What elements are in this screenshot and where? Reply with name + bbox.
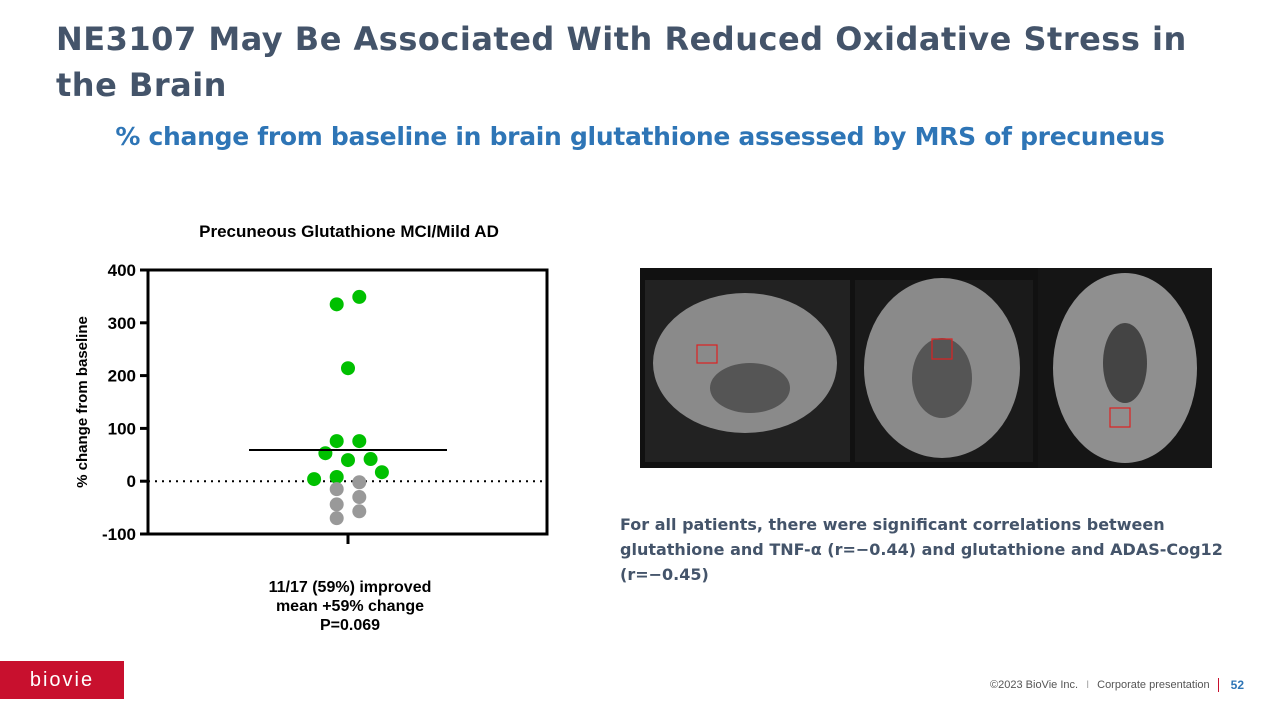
page-number: 52 (1217, 678, 1244, 692)
summary-mean: mean +59% change (275, 598, 425, 615)
scatter-chart: Precuneous Glutathione MCI/Mild AD % cha… (74, 222, 549, 544)
summary-improved: 11/17 (59%) improved (268, 579, 432, 596)
slide-title: NE3107 May Be Associated With Reduced Ox… (56, 20, 1187, 104)
chart-title: Precuneous Glutathione MCI/Mild AD (199, 222, 499, 241)
y-tick-label: 100 (108, 419, 136, 438)
data-point-not-improved (329, 497, 344, 512)
footer-copyright: ©2023 BioVie Inc. (990, 679, 1079, 691)
data-point-not-improved (352, 475, 367, 490)
data-point-improved (329, 434, 344, 449)
data-point-not-improved (352, 490, 367, 505)
footer: ©2023 BioVie Inc. I Corporate presentati… (990, 678, 1244, 692)
y-tick-label: 0 (127, 472, 136, 491)
roi-marker-sagittal (696, 344, 718, 364)
sagittal-slice (653, 293, 837, 433)
roi-marker-axial (1109, 407, 1131, 428)
data-point-improved (329, 297, 344, 312)
data-point-improved (374, 465, 389, 480)
biovie-logo: biovie (0, 661, 124, 699)
data-point-improved (329, 469, 344, 484)
y-axis-label: % change from baseline (74, 316, 91, 488)
data-point-not-improved (329, 511, 344, 526)
slide-subtitle: % change from baseline in brain glutathi… (115, 122, 1165, 151)
data-point-improved (363, 452, 378, 467)
data-point-not-improved (329, 482, 344, 497)
y-tick-label: 200 (108, 367, 136, 386)
footer-separator: I (1086, 679, 1090, 691)
y-tick-label: -100 (102, 525, 136, 544)
data-point-improved (352, 434, 367, 449)
y-tick-label: 400 (108, 261, 136, 280)
summary-pvalue: P=0.069 (319, 617, 381, 634)
y-tick-label: 300 (108, 314, 136, 333)
data-point-improved (341, 361, 355, 376)
correlation-note: For all patients, there were significant… (620, 515, 1223, 584)
data-point-improved (307, 472, 322, 487)
data-point-improved (318, 446, 333, 461)
data-point-improved (341, 453, 355, 468)
plot-frame (146, 268, 549, 536)
roi-marker-coronal (931, 338, 953, 360)
data-point-not-improved (352, 504, 367, 519)
footer-label: Corporate presentation (1097, 679, 1210, 691)
result-summary: 11/17 (59%) improved mean +59% change P=… (210, 578, 490, 635)
mri-slices (645, 268, 1212, 468)
brain-mri-image (640, 268, 1212, 468)
data-point-improved (352, 289, 367, 304)
